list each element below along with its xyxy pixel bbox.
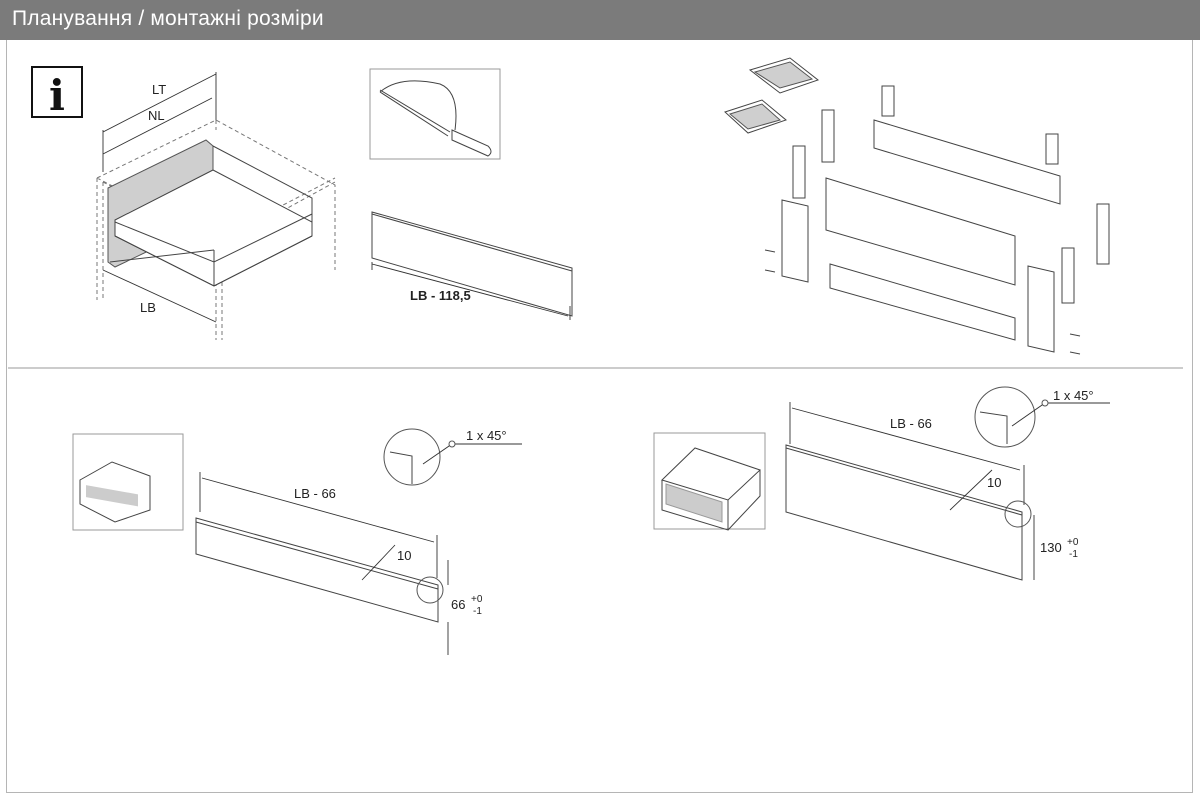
info-icon: i: [31, 66, 83, 120]
chamfer-left: 1 x 45°: [466, 428, 507, 443]
dim-back-rail: LB - 118,5: [410, 288, 471, 303]
back-rail-drawing: LB - 118,5: [371, 211, 573, 320]
page-header: Планування / монтажні розміри: [0, 0, 1200, 40]
drawer-cabinet-drawing: LT NL LB: [96, 72, 336, 340]
height-right: 130: [1040, 540, 1062, 555]
front-panel-66-drawing: LB - 66 10 1 x 45° 66 +0 -1: [72, 428, 522, 655]
svg-text:-1: -1: [1069, 549, 1078, 560]
dim-lb: LB: [140, 300, 156, 315]
height-left: 66: [451, 597, 465, 612]
dim-length-right: LB - 66: [890, 416, 932, 431]
page-frame: [6, 40, 1193, 793]
svg-text:-1: -1: [473, 606, 482, 617]
page-title: Планування / монтажні розміри: [12, 7, 324, 30]
dim-thickness-left: 10: [397, 548, 411, 563]
front-panel-130-drawing: LB - 66 10 1 x 45° 130 +0 -1: [653, 386, 1110, 581]
chamfer-right: 1 x 45°: [1053, 388, 1094, 403]
exploded-assembly-drawing: [724, 57, 1110, 355]
svg-text:+0: +0: [471, 594, 483, 605]
dim-thickness-right: 10: [987, 475, 1001, 490]
dim-lt: LT: [152, 82, 166, 97]
dim-length-left: LB - 66: [294, 486, 336, 501]
svg-text:+0: +0: [1067, 537, 1079, 548]
dim-nl: NL: [148, 108, 165, 123]
hacksaw-icon: [369, 68, 501, 160]
svg-text:i: i: [49, 71, 65, 120]
